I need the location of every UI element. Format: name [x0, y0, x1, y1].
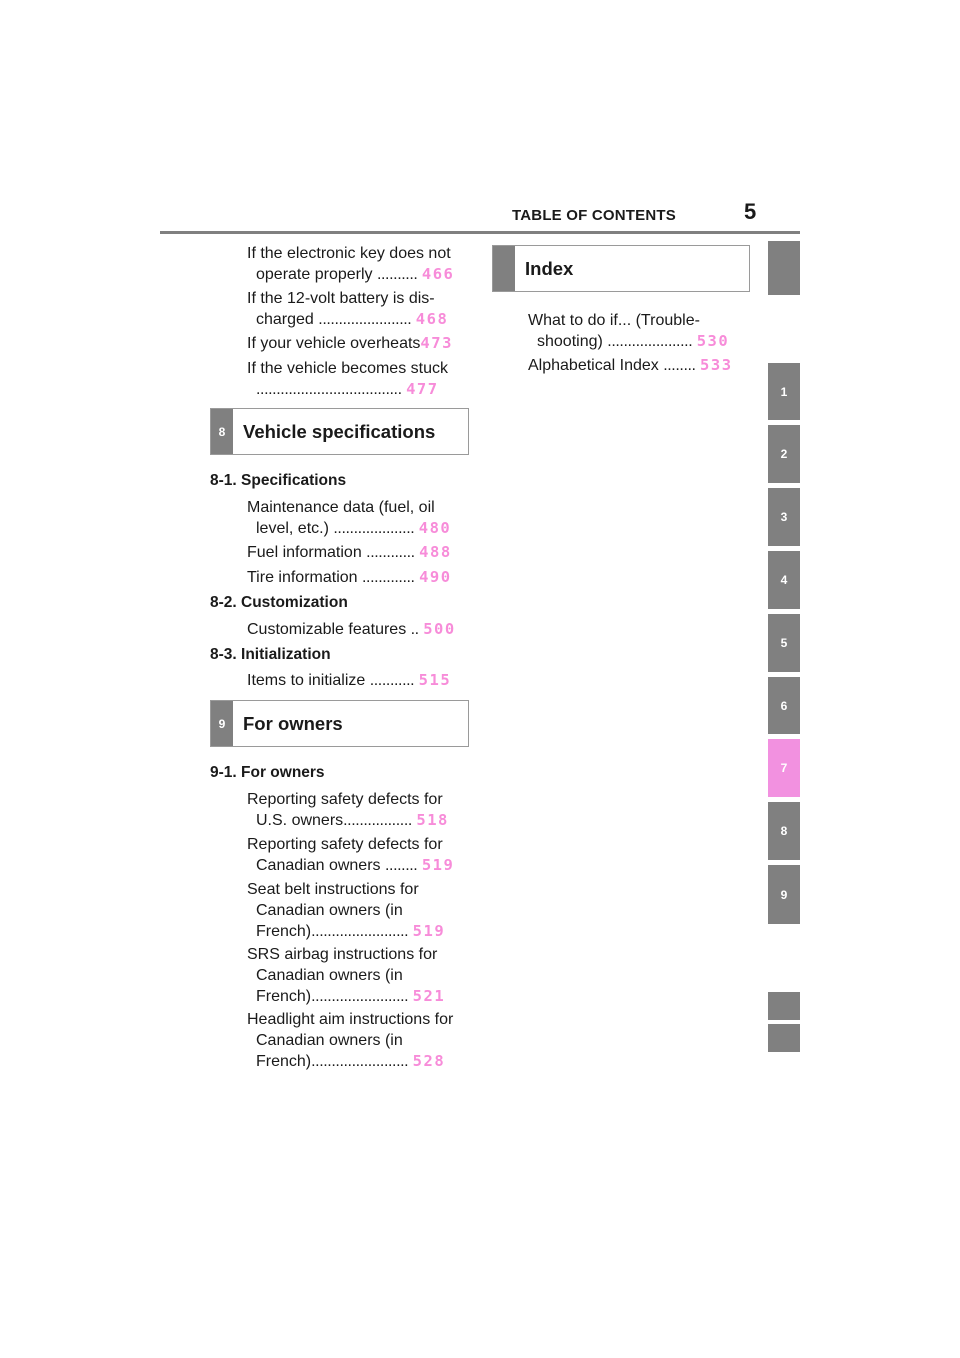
toc-entry[interactable]: Fuel information ............ 488 — [247, 543, 452, 561]
tab-chapter-2[interactable]: 2 — [768, 425, 800, 483]
toc-entry[interactable]: If the 12-volt battery is dis- charged .… — [247, 290, 449, 328]
page-link[interactable]: 521 — [412, 987, 446, 1005]
tab-chapter-8[interactable]: 8 — [768, 802, 800, 860]
tab-chapter-4[interactable]: 4 — [768, 551, 800, 609]
tab-chapter-5[interactable]: 5 — [768, 614, 800, 672]
toc-entry[interactable]: If the vehicle becomes stuck ...........… — [247, 360, 448, 398]
page-link[interactable]: 490 — [419, 568, 452, 586]
toc-entry[interactable]: Headlight aim instructions for Canadian … — [247, 1011, 454, 1070]
page-link[interactable]: 500 — [423, 620, 456, 638]
chapter-number: 9 — [211, 701, 233, 746]
page-number: 5 — [744, 199, 757, 224]
page-link[interactable]: 468 — [415, 310, 449, 328]
page-link[interactable]: 519 — [412, 922, 446, 940]
index-header[interactable]: Index — [492, 245, 750, 292]
section-title[interactable]: 8-2. Customization — [210, 594, 348, 611]
page-link[interactable]: 530 — [696, 332, 730, 350]
toc-entry[interactable]: What to do if... (Trouble- shooting) ...… — [528, 312, 730, 350]
toc-entry[interactable]: SRS airbag instructions for Canadian own… — [247, 946, 446, 1005]
tab-chapter-1[interactable]: 1 — [768, 363, 800, 420]
tab-chapter-7[interactable]: 7 — [768, 739, 800, 797]
section-title[interactable]: 8-1. Specifications — [210, 472, 347, 489]
toc-entry[interactable]: If the electronic key does not operate p… — [247, 245, 455, 283]
tab-blank-bottom-1[interactable] — [768, 992, 800, 1020]
header-rule — [160, 231, 800, 234]
section-title[interactable]: 8-3. Initialization — [210, 646, 331, 663]
page-link[interactable]: 480 — [418, 519, 452, 537]
chapter-title: For owners — [243, 712, 343, 734]
section-title[interactable]: 9-1. For owners — [210, 764, 325, 781]
toc-entry[interactable]: Maintenance data (fuel, oil level, etc.)… — [247, 499, 452, 537]
toc-entry[interactable]: Alphabetical Index ........ 533 — [528, 356, 733, 374]
toc-entry[interactable]: Seat belt instructions for Canadian owne… — [247, 881, 446, 940]
chapter-8-header[interactable]: 8 Vehicle specifications — [210, 408, 469, 455]
page-link[interactable]: 477 — [406, 380, 439, 398]
tab-blank-top[interactable] — [768, 241, 800, 295]
page-link[interactable]: 473 — [420, 334, 453, 352]
tab-chapter-3[interactable]: 3 — [768, 488, 800, 546]
index-title: Index — [525, 257, 574, 279]
header-title: TABLE OF CONTENTS — [512, 207, 676, 224]
toc-entry[interactable]: Reporting safety defects for Canadian ow… — [247, 836, 455, 874]
toc-entry[interactable]: Customizable features .. 500 — [247, 620, 456, 638]
page-link[interactable]: 518 — [416, 811, 449, 829]
page-link[interactable]: 488 — [419, 543, 452, 561]
chapter-number: 8 — [211, 409, 233, 454]
chapter-title: Vehicle specifications — [243, 420, 436, 442]
page-link[interactable]: 466 — [421, 265, 455, 283]
toc-entry[interactable]: If your vehicle overheats473 — [247, 334, 453, 352]
tab-chapter-6[interactable]: 6 — [768, 677, 800, 734]
page-link[interactable]: 515 — [418, 671, 452, 689]
tab-chapter-9[interactable]: 9 — [768, 865, 800, 924]
page-link[interactable]: 519 — [421, 856, 455, 874]
toc-entry[interactable]: Tire information ............. 490 — [247, 568, 452, 586]
index-tag — [493, 246, 515, 291]
tab-blank-bottom-2[interactable] — [768, 1024, 800, 1052]
page-link[interactable]: 528 — [412, 1052, 446, 1070]
toc-entry[interactable]: Items to initialize ........... 515 — [247, 671, 452, 689]
page-link[interactable]: 533 — [700, 356, 733, 374]
toc-entry[interactable]: Reporting safety defects for U.S. owners… — [247, 791, 449, 829]
chapter-9-header[interactable]: 9 For owners — [210, 700, 469, 747]
